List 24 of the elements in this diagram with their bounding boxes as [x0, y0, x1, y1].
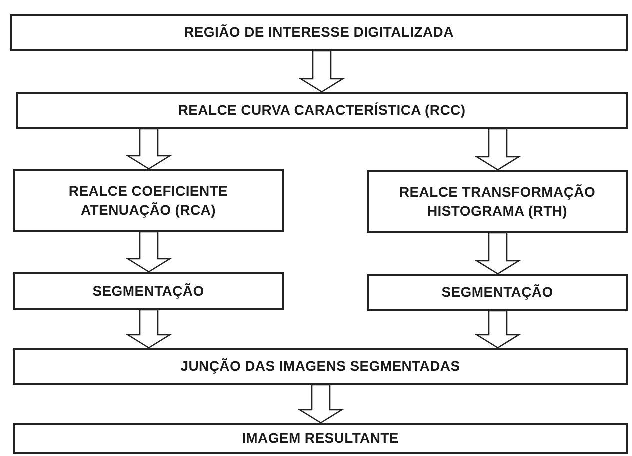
box-label: REALCE CURVA CARACTERÍSTICA (RCC) — [178, 101, 466, 120]
block-arrow — [474, 232, 522, 275]
box-label: SEGMENTAÇÃO — [92, 282, 204, 300]
box-label: IMAGEM RESULTANTE — [242, 429, 399, 448]
block-arrow — [474, 128, 522, 171]
box-label: JUNÇÃO DAS IMAGENS SEGMENTADAS — [180, 357, 460, 376]
process-box — [13, 423, 628, 454]
block-arrow — [126, 231, 172, 273]
box-label: SEGMENTAÇÃO — [442, 283, 554, 302]
block-arrow — [298, 384, 344, 424]
box-label: REGIÃO DE INTERESSE DIGITALIZADA — [184, 23, 454, 42]
process-box — [16, 92, 628, 129]
box-label: REALCE COEFICIENTE ATENUAÇÃO (RCA) — [68, 182, 230, 219]
process-box — [367, 274, 628, 311]
process-box — [13, 348, 628, 385]
box-label: REALCE TRANSFORMAÇÃO HISTOGRAMA (RTH) — [398, 183, 597, 220]
process-box — [10, 14, 628, 51]
block-arrow — [126, 309, 172, 349]
block-arrow — [474, 310, 522, 349]
process-box — [13, 272, 284, 310]
process-box — [367, 170, 628, 233]
block-arrow — [126, 128, 172, 170]
block-arrow — [298, 50, 346, 93]
process-box — [13, 169, 284, 232]
